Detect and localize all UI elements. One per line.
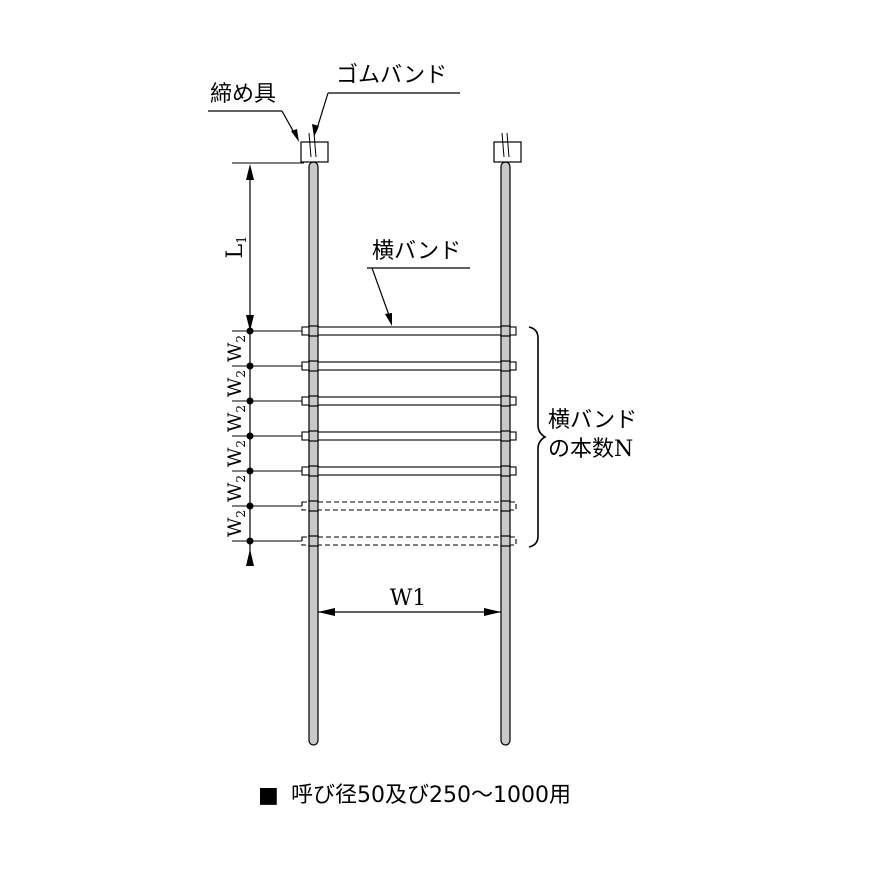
band-count-label-line1: 横バンド xyxy=(548,408,637,433)
l1-dimension: L1 xyxy=(223,164,254,331)
fastener-leader-arrow xyxy=(291,129,299,142)
left-rod-body xyxy=(308,161,319,746)
w2-label-main: W xyxy=(224,482,246,502)
right-rod-overlap xyxy=(500,430,511,442)
right-rod xyxy=(493,132,522,746)
w2-label: W2 xyxy=(224,335,248,362)
band-count-label-line2: の本数N xyxy=(548,437,633,462)
w2-label-main: W xyxy=(224,447,246,467)
horizontal-band-strip xyxy=(301,396,517,406)
right-rod-body xyxy=(500,161,511,746)
w2-dimension-dot xyxy=(246,467,254,475)
left-rod-overlap xyxy=(308,395,319,407)
w2-label-main: W xyxy=(224,342,246,362)
left-rubber-band-strand-1 xyxy=(308,132,312,158)
rubber-band-label: ゴムバンド xyxy=(336,63,447,88)
l1-arrow-bottom xyxy=(246,315,254,331)
horizontal-band xyxy=(232,430,517,442)
right-rod-overlap xyxy=(500,325,511,337)
caption-text: 呼び径50及び250～1000用 xyxy=(291,783,571,808)
horizontal-band xyxy=(232,500,517,512)
w2-dimension-dot xyxy=(246,502,254,510)
right-rod-overlap xyxy=(500,535,511,547)
w1-label: W1 xyxy=(390,586,427,611)
l1-label-main: L xyxy=(223,243,248,258)
horizontal-band-strip xyxy=(301,536,517,546)
w2-dimension-dot xyxy=(246,362,254,370)
w2-label-sub: 2 xyxy=(234,510,248,518)
horizontal-band-leader-diagonal xyxy=(371,267,391,319)
right-rod-overlap xyxy=(500,360,511,372)
left-rod-overlap xyxy=(308,535,319,547)
right-rod-overlap xyxy=(500,465,511,477)
left-rod-overlap xyxy=(308,430,319,442)
w1-arrow-left xyxy=(318,608,335,616)
w2-label: W2 xyxy=(224,440,248,467)
left-rod-overlap xyxy=(308,325,319,337)
w2-label-sub: 2 xyxy=(234,370,248,378)
horizontal-band xyxy=(232,395,517,407)
horizontal-band xyxy=(232,465,517,477)
rubber-band-leader-arrow xyxy=(312,124,319,137)
w2-label-main: W xyxy=(224,377,246,397)
fastener-label: 締め具 xyxy=(210,82,276,107)
horizontal-band-callout: 横バンド xyxy=(367,239,470,326)
right-rubber-band-strand-1 xyxy=(501,132,505,158)
w2-label: W2 xyxy=(224,475,248,502)
w2-label-sub: 2 xyxy=(234,405,248,413)
fastener-callout: 締め具 xyxy=(208,82,299,142)
left-rod-overlap xyxy=(308,465,319,477)
rubber-band-callout: ゴムバンド xyxy=(312,63,460,137)
horizontal-band-strip xyxy=(301,361,517,371)
w2-label: W2 xyxy=(224,510,248,537)
w2-label-main: W xyxy=(224,517,246,537)
w2-dimension-dot xyxy=(246,327,254,335)
l1-label: L1 xyxy=(223,236,250,259)
left-rod xyxy=(300,132,329,746)
right-rod-overlap xyxy=(500,500,511,512)
w2-label-main: W xyxy=(224,412,246,432)
w2-label: W2 xyxy=(224,405,248,432)
brace-shape xyxy=(528,326,547,548)
horizontal-bands xyxy=(232,325,517,547)
w2-dimension-dot xyxy=(246,397,254,405)
horizontal-band xyxy=(232,535,517,547)
caption: ■ 呼び径50及び250～1000用 xyxy=(258,783,571,808)
w2-label-sub: 2 xyxy=(234,440,248,448)
w1-arrow-right xyxy=(484,608,501,616)
left-rod-overlap xyxy=(308,500,319,512)
horizontal-band-leader-arrow xyxy=(385,313,392,326)
horizontal-band xyxy=(232,325,517,337)
right-rubber-band-strand-2 xyxy=(506,132,510,158)
left-rubber-band-strand-2 xyxy=(313,132,317,158)
horizontal-band-label: 横バンド xyxy=(372,239,461,264)
w2-bottom-arrow xyxy=(246,549,254,566)
horizontal-band-strip xyxy=(301,326,517,336)
horizontal-band xyxy=(232,360,517,372)
horizontal-band-strip xyxy=(301,431,517,441)
w1-dimension: W1 xyxy=(318,586,501,616)
caption-marker: ■ xyxy=(258,783,279,808)
w2-dimension-dot xyxy=(246,432,254,440)
w2-label: W2 xyxy=(224,370,248,397)
w2-label-sub: 2 xyxy=(234,335,248,343)
l1-arrow-top xyxy=(246,164,254,180)
l1-label-sub: 1 xyxy=(235,236,250,244)
band-count-brace: 横バンド の本数N xyxy=(528,326,637,548)
left-rod-overlap xyxy=(308,360,319,372)
horizontal-band-strip xyxy=(301,466,517,476)
w2-label-sub: 2 xyxy=(234,475,248,483)
w2-dimension-dot xyxy=(246,537,254,545)
right-rod-overlap xyxy=(500,395,511,407)
horizontal-band-strip xyxy=(301,501,517,511)
rubber-band-leader-diagonal xyxy=(315,92,329,133)
